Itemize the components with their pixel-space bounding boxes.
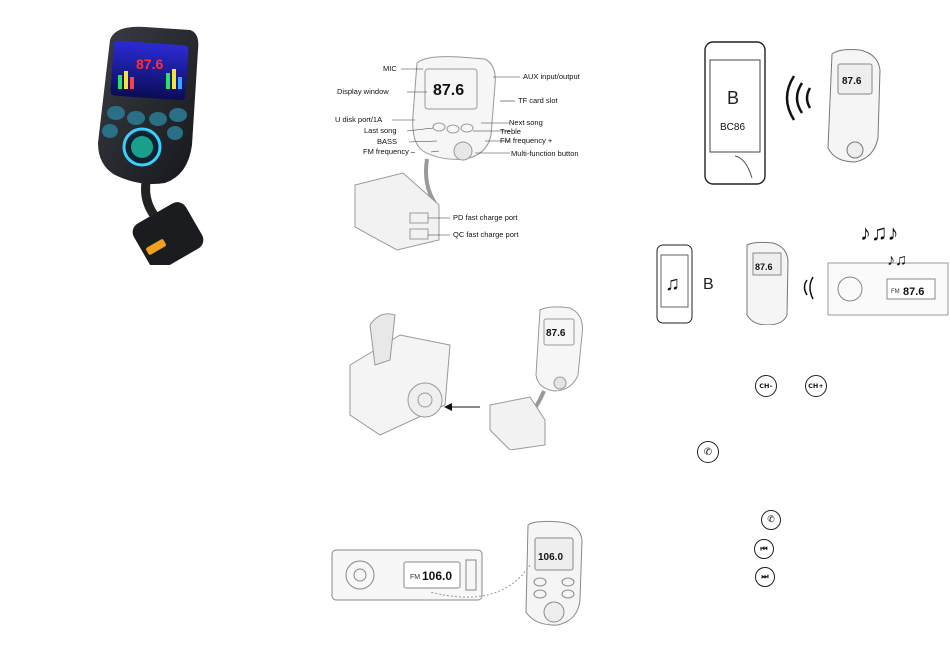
install-lcd-freq: 87.6: [546, 328, 566, 339]
label-treble: Treble: [500, 127, 521, 136]
label-mic: MIC: [383, 64, 397, 73]
label-qc-port: QC fast charge port: [453, 230, 518, 239]
radio-freq-2: 106.0: [422, 569, 452, 583]
phone-music-button-2[interactable]: ✆: [761, 510, 781, 530]
label-tf-card: TF card slot: [518, 96, 558, 105]
diagram-lcd-freq: 87.6: [433, 82, 464, 99]
previous-track-icon: ⏮: [760, 544, 767, 554]
product-photo: 87.6: [70, 25, 230, 265]
phone-music-icon: ✆: [704, 447, 712, 458]
label-multi-function: Multi-function button: [511, 149, 579, 158]
phone-music-icon: ✆: [767, 515, 775, 525]
car-radio-freq-1: 87.6: [903, 286, 924, 298]
transmitter-lcd-freq-2: 106.0: [538, 552, 563, 563]
ch-minus-button[interactable]: CH–: [755, 375, 777, 397]
bluetooth-icon: B: [727, 88, 739, 108]
radio-to-transmitter-diagram: FM 106.0 106.0: [330, 520, 605, 635]
radio-band: FM: [410, 574, 420, 581]
next-track-icon: ⏭: [761, 572, 768, 582]
bluetooth-pairing-diagram: B BC86 87.6: [700, 38, 900, 186]
bluetooth-symbol-icon: B: [703, 276, 714, 293]
next-button[interactable]: ⏭: [755, 567, 775, 587]
photo-lcd-freq: 87.6: [136, 56, 163, 72]
phone-pairing-diagram: B BC86 87.6: [700, 38, 900, 186]
fm-transmitter-photo: 87.6: [70, 25, 230, 265]
phone-device-name: BC86: [720, 122, 745, 133]
label-fm-frequency-plus: FM frequency +: [500, 136, 552, 145]
cigarette-lighter-diagram: 87.6: [340, 305, 590, 450]
label-pd-port: PD fast charge port: [453, 213, 518, 222]
previous-button[interactable]: ⏮: [754, 539, 774, 559]
radio-tuning-diagram: FM 106.0 106.0: [330, 520, 605, 635]
label-next-song: Next song: [509, 118, 543, 127]
label-bass: BASS: [377, 137, 397, 146]
ch-plus-button[interactable]: CH+: [805, 375, 827, 397]
phone-music-button[interactable]: ✆: [697, 441, 719, 463]
label-display-window: Display window: [337, 87, 389, 96]
car-radio-band: FM: [891, 289, 900, 295]
phone-music-icon: ♫: [665, 273, 680, 295]
music-notes-2-icon: ♪♫: [887, 252, 907, 269]
music-notes-icon: ♪♫♪: [860, 220, 899, 245]
label-fm-frequency-minus: FM frequency –: [363, 147, 415, 156]
phone-car-audio-diagram: ♫ B 87.6 FM 87.6 ♪♫♪ ♪♫: [655, 215, 950, 325]
labeled-diagram: 87.6 MIC Display window U disk port/1A L…: [335, 55, 585, 255]
stream-lcd-freq: 87.6: [755, 262, 773, 272]
car-install-diagram: 87.6: [340, 305, 590, 450]
label-last-song: Last song: [364, 126, 397, 135]
label-aux: AUX input/output: [523, 72, 580, 81]
pair-lcd-freq: 87.6: [842, 76, 862, 87]
music-streaming-diagram: ♫ B 87.6 FM 87.6 ♪♫♪ ♪♫: [655, 215, 950, 325]
label-u-disk-port: U disk port/1A: [335, 115, 382, 124]
